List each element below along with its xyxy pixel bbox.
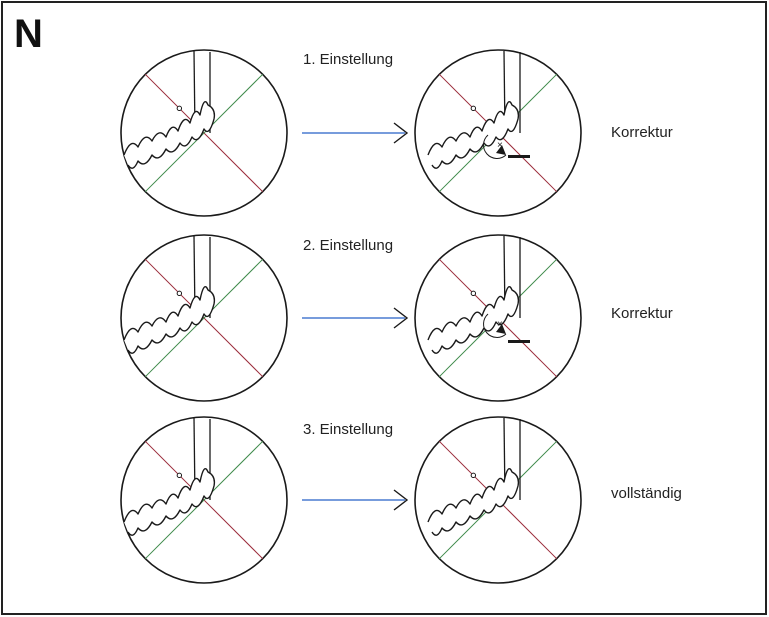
step-3-right-cloud — [427, 468, 520, 536]
step-1-label: 1. Einstellung — [303, 51, 394, 68]
step-3-right-circle — [414, 416, 582, 584]
step-3-left-marker — [176, 472, 183, 479]
step-2-right-cloud — [427, 286, 520, 354]
step-1-left-cloud — [123, 101, 216, 169]
step-1-right-eyepiece: × — [414, 49, 582, 217]
step-2-result: Korrektur — [611, 305, 673, 322]
step-2-right-marker — [470, 290, 477, 297]
step-2-left-circle — [120, 234, 288, 402]
step-2-left-eyepiece — [120, 234, 288, 402]
step-3-right-marker — [470, 472, 477, 479]
step-2-arrow-head — [393, 307, 409, 329]
step-1-left-circle — [120, 49, 288, 217]
step-1-left-marker — [176, 105, 183, 112]
step-3-right-eyepiece — [414, 416, 582, 584]
step-2-right-level-bar — [508, 340, 530, 343]
step-2-right-rotation-mark: × — [497, 319, 503, 330]
step-1-left-diagonal-ascending — [144, 73, 264, 193]
step-2-right-eyepiece: × — [414, 234, 582, 402]
step-2-left-diagonal-ascending — [144, 258, 264, 378]
step-3-left-cloud — [123, 468, 216, 536]
step-2-left-marker — [176, 290, 183, 297]
step-1-right-cloud — [427, 101, 520, 169]
step-1-right-rotation-mark: × — [497, 140, 503, 151]
step-1-right-rotation-arrowhead — [496, 145, 506, 155]
step-3-left-eyepiece — [120, 416, 288, 584]
step-2-right-rotation-arrowhead — [496, 324, 506, 334]
step-2-label: 2. Einstellung — [303, 237, 394, 254]
step-1-result: Korrektur — [611, 124, 673, 141]
step-1-right-marker — [470, 105, 477, 112]
step-1-right-circle — [414, 49, 582, 217]
step-1-right-level-bar — [508, 155, 530, 158]
step-1-right-rotation-arc — [483, 134, 507, 159]
step-2-right-rotation-arc — [483, 313, 507, 338]
step-2-left-cloud — [123, 286, 216, 354]
step-1-arrow-head — [393, 122, 409, 144]
step-1-left-eyepiece — [120, 49, 288, 217]
step-3-label: 3. Einstellung — [303, 421, 394, 438]
panel-letter: N — [14, 12, 43, 56]
step-3-arrow-head — [393, 489, 409, 511]
step-3-left-diagonal-ascending — [144, 440, 264, 560]
step-3-left-circle — [120, 416, 288, 584]
step-3-result: vollständig — [611, 485, 682, 502]
step-2-right-circle — [414, 234, 582, 402]
